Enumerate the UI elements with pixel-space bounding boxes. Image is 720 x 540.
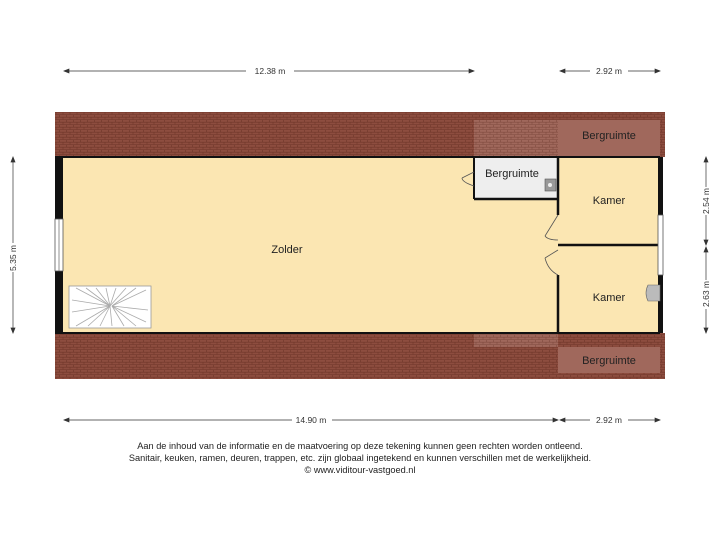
dimension-top-right: 2.92 m: [596, 66, 622, 76]
window-right: [657, 214, 664, 276]
disclaimer: Aan de inhoud van de informatie en de ma…: [0, 440, 720, 476]
dimension-bottom-left: 14.90 m: [296, 415, 327, 425]
dimension-right-bottom: 2.63 m: [701, 281, 711, 307]
wall-right-lower: [658, 275, 663, 333]
roof-bottom-right-lighter: [474, 333, 558, 347]
walls: [55, 156, 661, 334]
sink-icon: [544, 178, 557, 192]
wall-left-lower: [55, 271, 63, 333]
bergruimte-inner-floor: [474, 157, 558, 199]
washbasin-icon: [645, 284, 661, 302]
door-kamer-bottom: [544, 249, 559, 276]
kamer-bottom-floor: [558, 245, 660, 333]
wall-right-upper: [658, 157, 663, 215]
door-kamer-top: [544, 214, 559, 241]
bergruimte-top-area: [558, 120, 660, 157]
room-label-bergruimte-inner: Bergruimte: [485, 168, 539, 180]
room-label-bergruimte-bottom: Bergruimte: [582, 355, 636, 367]
dimension-right-top: 2.54 m: [701, 188, 711, 214]
roof-top-right-lighter: [474, 120, 558, 157]
room-label-bergruimte-top: Bergruimte: [582, 130, 636, 142]
dimension-bottom-right: 2.92 m: [596, 415, 622, 425]
window-left: [54, 218, 64, 272]
dimension-lines: [10, 68, 709, 423]
dimension-top-left: 12.38 m: [255, 66, 286, 76]
dimension-left-side: 5.35 m: [8, 245, 18, 271]
room-label-kamer-top: Kamer: [593, 195, 626, 207]
bergruimte-bottom-area: [558, 347, 660, 373]
wall-left-upper: [55, 157, 63, 219]
room-label-kamer-bottom: Kamer: [593, 292, 626, 304]
disclaimer-line-2: Sanitair, keuken, ramen, deuren, trappen…: [128, 453, 592, 463]
disclaimer-line-3: © www.viditour-vastgoed.nl: [304, 465, 416, 475]
kamer-top-floor: [558, 157, 660, 245]
door-bergruimte: [461, 171, 475, 187]
staircase-icon: [68, 285, 152, 329]
room-label-zolder: Zolder: [271, 244, 303, 256]
disclaimer-line-1: Aan de inhoud van de informatie en de ma…: [137, 441, 583, 451]
